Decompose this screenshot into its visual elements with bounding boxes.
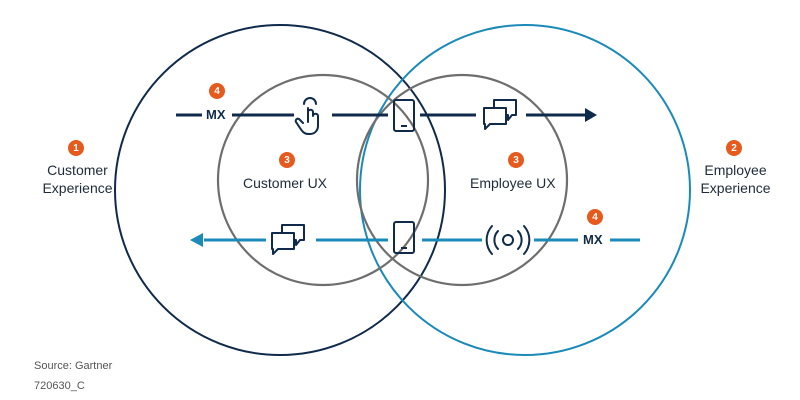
chat-bubbles-icon [483,99,517,130]
badge-customer-ux: 3 [279,152,295,168]
customer-ux-label: Customer UX [243,175,328,191]
employee-experience-circle [359,24,691,356]
tap-hand-icon [294,97,319,135]
figure-id: 720630_C [34,380,85,392]
badge-employee-ux: 3 [508,152,524,168]
badge-employee-experience: 2 [726,140,742,156]
chat-bubbles-icon-bottom [271,224,305,255]
top-flow-arrow [176,108,597,122]
employee-ux-label: Employee UX [470,175,556,191]
broadcast-signal-icon [485,225,531,255]
mobile-phone-icon-bottom [393,221,415,254]
employee-ux-circle [355,73,569,287]
employee-experience-label: Employee Experience [688,161,783,197]
mx-label-bottom: MX [580,232,606,247]
bottom-flow-arrow [190,233,640,247]
badge-customer-experience: 1 [68,140,84,156]
employee-experience-text: Employee Experience [700,162,771,196]
customer-ux-circle [216,73,430,287]
customer-experience-label: Customer Experience [30,161,125,197]
customer-experience-text: Customer Experience [42,162,113,196]
customer-experience-circle [114,24,446,356]
mobile-phone-icon [393,99,415,132]
badge-mx-top: 4 [209,83,225,99]
source-note: Source: Gartner [34,360,113,372]
badge-mx-bottom: 4 [587,209,603,225]
mx-label-top: MX [203,107,229,122]
